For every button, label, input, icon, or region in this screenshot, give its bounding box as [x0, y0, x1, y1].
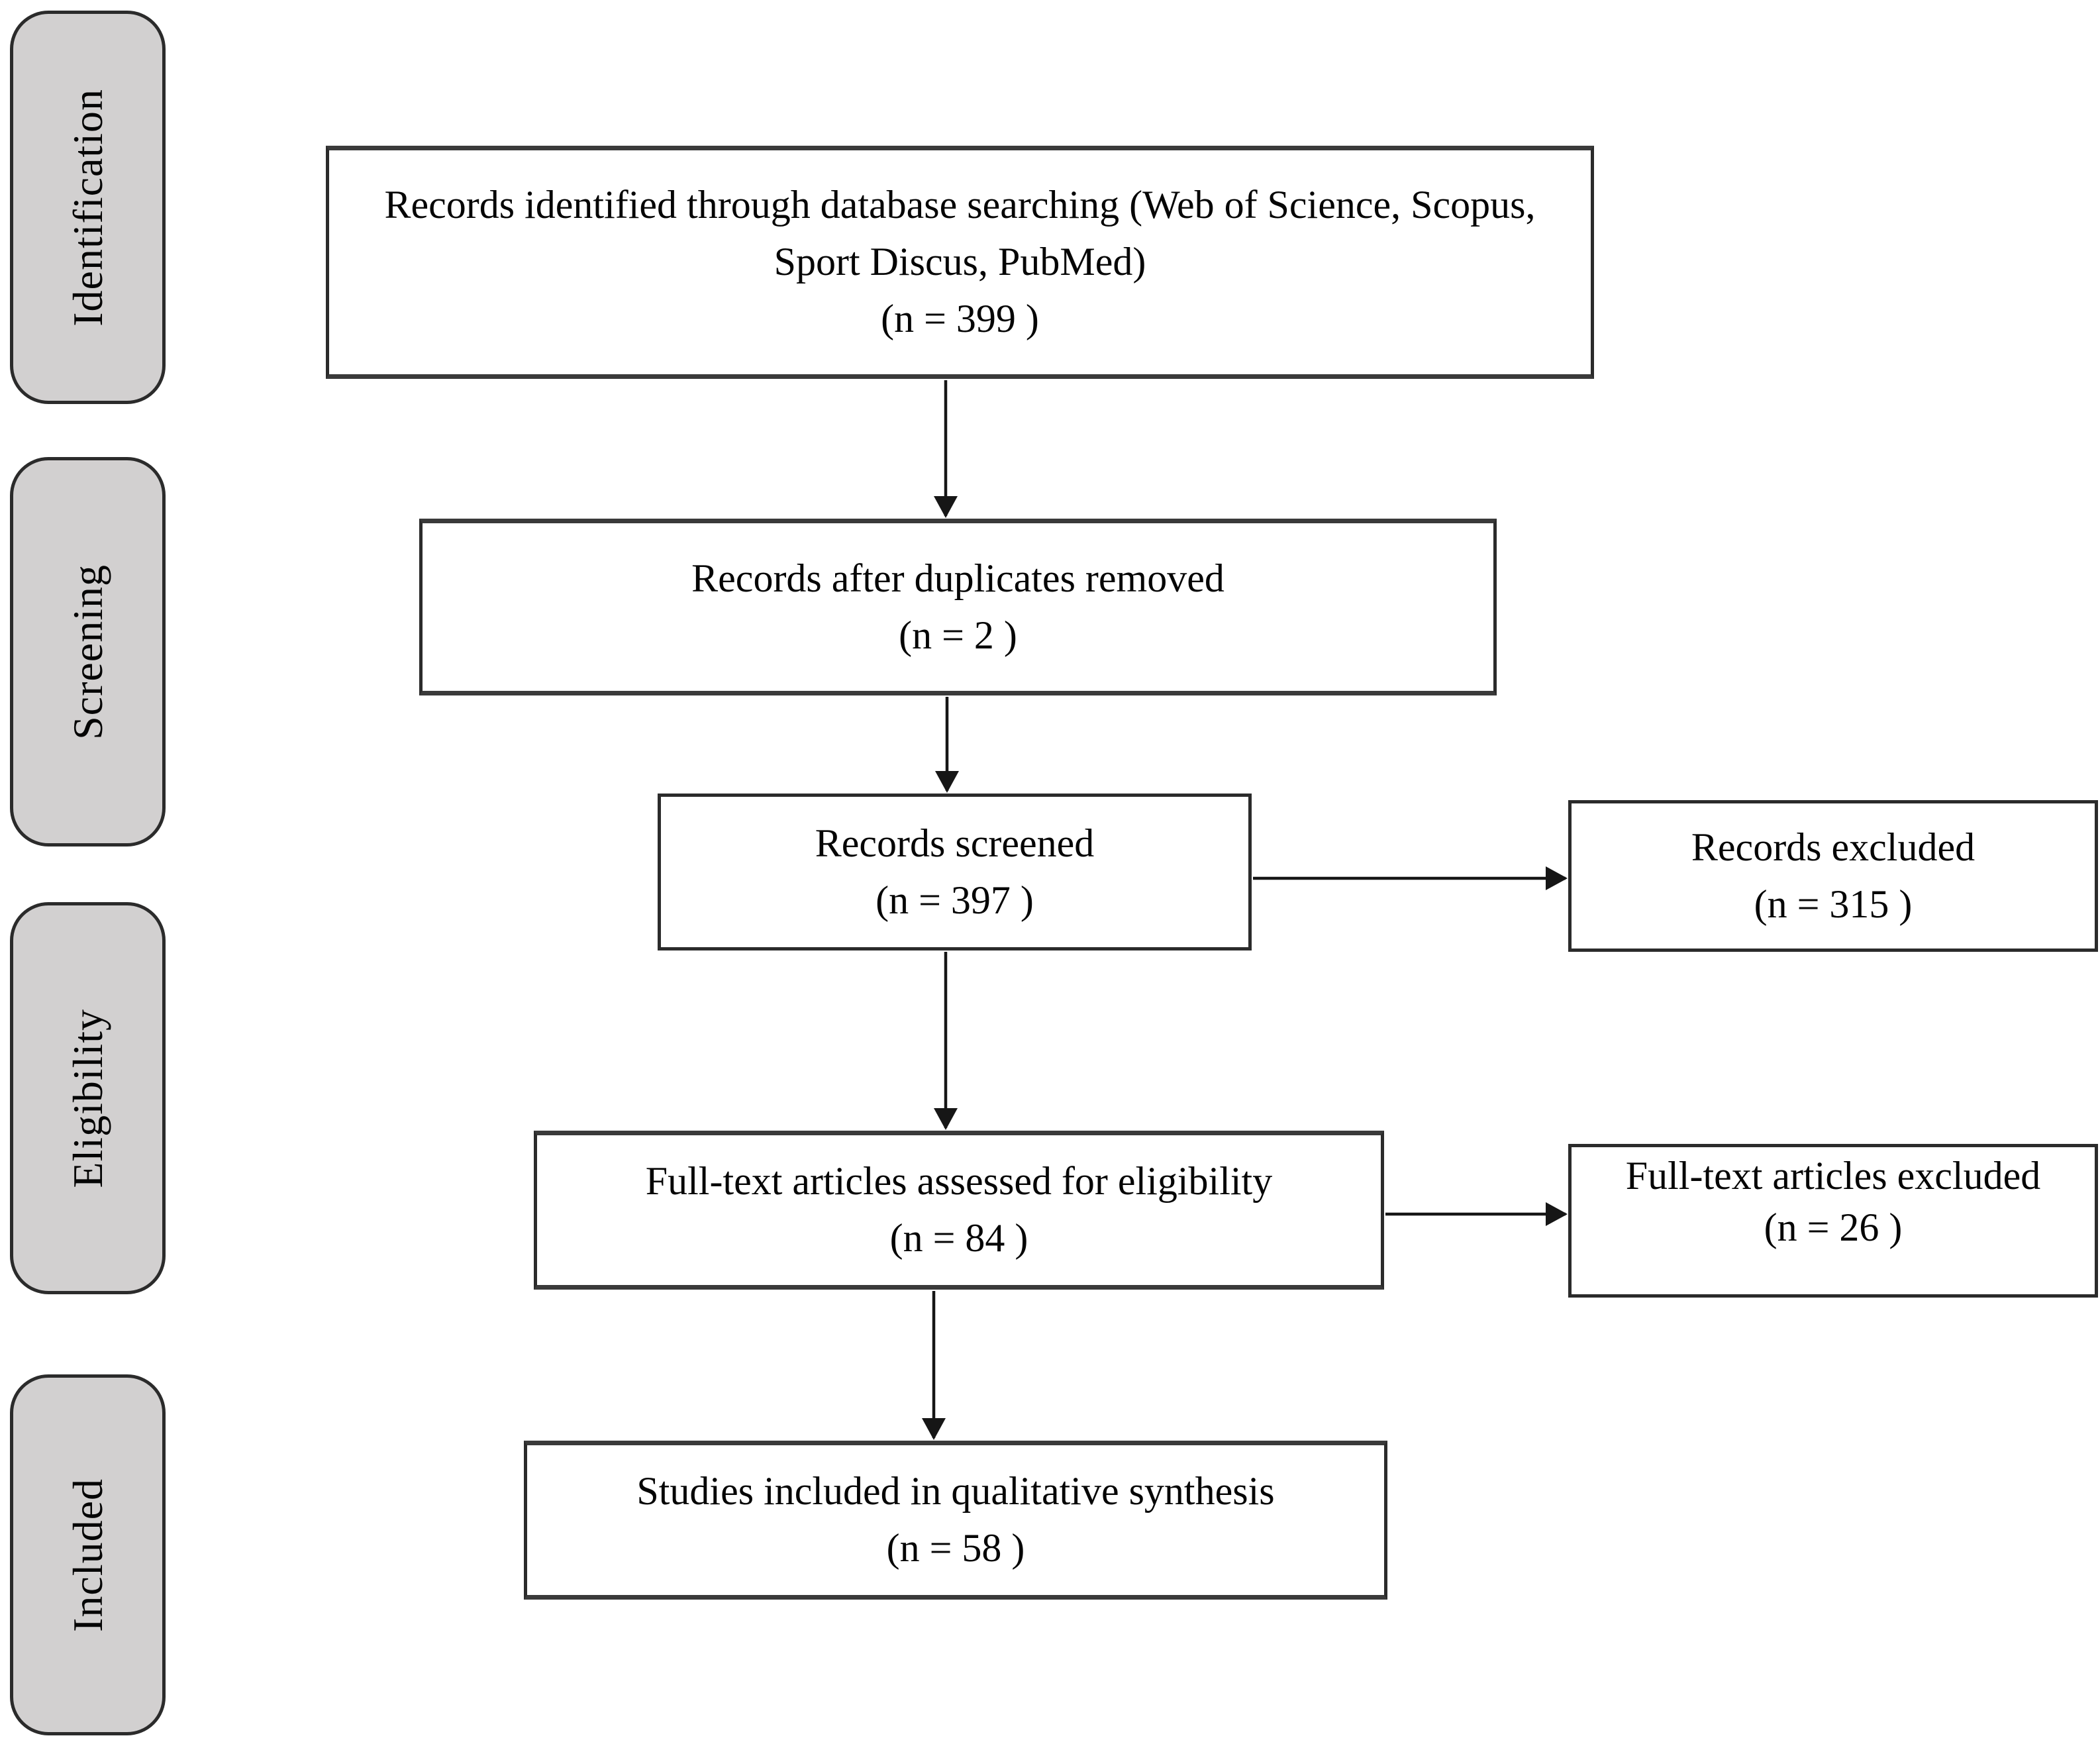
stage-label-screening: Screening [64, 564, 111, 740]
box-records-screened-count: (n = 397 ) [875, 878, 1034, 922]
box-duplicates-removed: Records after duplicates removed (n = 2 … [419, 519, 1497, 695]
box-fulltext-assessed-label: Full-text articles assessed for eligibil… [645, 1159, 1273, 1204]
box-records-screened-label: Records screened [815, 821, 1095, 865]
box-fulltext-excluded: Full-text articles excluded (n = 26 ) [1568, 1144, 2098, 1298]
box-records-identified-count: (n = 399 ) [881, 296, 1039, 340]
box-qualitative-synthesis: Studies included in qualitative synthesi… [524, 1441, 1387, 1600]
stage-label-eligibility: Eligibility [64, 1008, 111, 1188]
box-records-identified: Records identified through database sear… [326, 146, 1594, 379]
stage-tab-screening: Screening [10, 457, 166, 846]
box-fulltext-assessed: Full-text articles assessed for eligibil… [534, 1131, 1384, 1290]
box-fulltext-assessed-count: (n = 84 ) [889, 1216, 1028, 1260]
stage-label-identification: Identification [64, 88, 111, 327]
stage-tab-eligibility: Eligibility [10, 902, 166, 1294]
box-duplicates-removed-label: Records after duplicates removed [691, 556, 1225, 600]
box-duplicates-removed-count: (n = 2 ) [899, 613, 1017, 657]
stage-label-included: Included [64, 1478, 111, 1632]
box-fulltext-excluded-label: Full-text articles excluded [1625, 1154, 2041, 1198]
stage-tab-identification: Identification [10, 11, 166, 404]
stage-tab-included: Included [10, 1374, 166, 1735]
box-qualitative-synthesis-label: Studies included in qualitative synthesi… [636, 1469, 1275, 1513]
box-records-excluded: Records excluded (n = 315 ) [1568, 800, 2098, 952]
box-records-identified-label: Records identified through database sear… [384, 183, 1536, 284]
box-fulltext-excluded-count: (n = 26 ) [1764, 1205, 1903, 1249]
box-records-screened: Records screened (n = 397 ) [658, 794, 1252, 950]
box-qualitative-synthesis-count: (n = 58 ) [886, 1526, 1025, 1570]
box-records-excluded-count: (n = 315 ) [1754, 882, 1913, 926]
box-records-excluded-label: Records excluded [1691, 825, 1975, 869]
